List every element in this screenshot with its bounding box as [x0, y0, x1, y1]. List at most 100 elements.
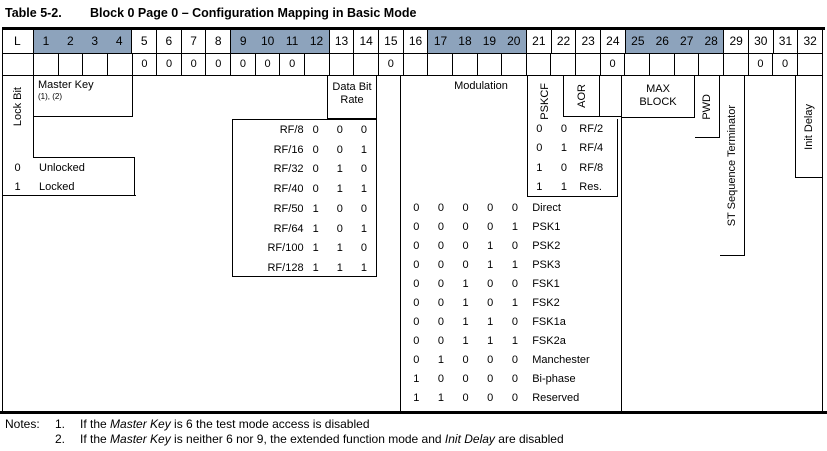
modulation-bit: 1 [462, 315, 469, 328]
modulation-bit: 0 [437, 372, 445, 385]
modulation-name: Bi-phase [532, 372, 576, 385]
modulation-bit: 0 [462, 258, 469, 271]
table-number: Table 5-2. [5, 6, 62, 20]
bit-header-cell: 27 [680, 34, 694, 48]
modulation-bit: 0 [437, 239, 445, 252]
bit-header-cell: 13 [334, 34, 349, 48]
bit-header-cell: 2 [66, 34, 74, 48]
bit-value-cell: 0 [180, 54, 206, 75]
rf-rate-bit: 1 [312, 242, 319, 255]
bit-value-cell [353, 54, 378, 75]
modulation-bit: 0 [462, 353, 469, 366]
modulation-bit: 0 [437, 296, 445, 309]
pskcf-bit: 1 [560, 181, 568, 194]
bit-header-cell: 11 [285, 34, 299, 48]
bit-header-cell: 24 [600, 30, 625, 53]
bit-value-cell: 0 [131, 54, 157, 75]
init-delay-label: Init Delay [803, 103, 815, 150]
modulation-bit: 0 [487, 220, 494, 233]
rf-rate-label: RF/40 [273, 183, 304, 196]
bit-value-cell [501, 54, 526, 75]
note-text: is neither 6 nor 9, the extended functio… [170, 432, 445, 446]
modulation-bit: 0 [462, 391, 469, 404]
modulation-name: FSK1 [532, 277, 560, 290]
bit-value-cell: 0 [772, 54, 797, 75]
modulation-label: Modulation [454, 80, 508, 92]
init-delay-box: Init Delay [795, 76, 822, 178]
modulation-bit: 0 [462, 239, 469, 252]
lock-legend-value: 0 [14, 161, 21, 174]
modulation-bit: 1 [487, 239, 494, 252]
pskcf-bit: 0 [536, 142, 543, 155]
bit-header-cell: 10 [260, 34, 275, 48]
modulation-bit: 0 [511, 353, 518, 366]
modulation-bit: 0 [413, 239, 420, 252]
rf-rate-label: RF/64 [273, 222, 304, 235]
master-key-note-refs: (1), (2) [38, 92, 62, 101]
rf-rate-bit: 0 [312, 123, 319, 136]
rf-rate-bit: 1 [360, 222, 367, 235]
note-text: If the [80, 432, 111, 446]
bit-header-corner: L [14, 34, 21, 48]
modulation-bit: 0 [462, 220, 469, 233]
note-item: Notes:1.If the Master Key is 6 the test … [5, 417, 564, 432]
modulation-bit: 0 [413, 315, 420, 328]
bit-header-cell: 22 [550, 30, 576, 53]
lock-legend-value: 1 [14, 180, 21, 193]
table-grid-line [600, 116, 622, 117]
bit-header-cell: 19 [482, 34, 497, 48]
bit-header-cell: 30 [747, 30, 773, 53]
bit-header-cell: 17 [433, 34, 448, 48]
modulation-bit: 1 [511, 334, 518, 347]
pwd-label: PWD [701, 93, 713, 120]
pskcf-name: RF/8 [579, 161, 604, 174]
modulation-bit: 0 [462, 201, 469, 214]
note-number: 2. [55, 432, 66, 446]
note-text: Master Key [110, 432, 171, 446]
modulation-bit: 0 [413, 296, 420, 309]
bit-value-cell [624, 54, 649, 75]
bit-value-cell [427, 54, 452, 75]
lock-legend-label: Unlocked [39, 161, 85, 174]
bit-value-corner [2, 54, 33, 75]
modulation-bit: 0 [487, 201, 494, 214]
rf-rate-bit: 0 [336, 143, 343, 156]
table-grid-line [2, 195, 136, 196]
note-text: Master Key [110, 417, 171, 431]
rf-rate-bit: 1 [312, 262, 319, 275]
pskcf-name: RF/2 [579, 122, 604, 135]
notes-label: Notes: [5, 417, 40, 431]
modulation-bit: 0 [511, 239, 518, 252]
max-block-label-line2: BLOCK [639, 96, 677, 108]
rf-rate-bit: 1 [360, 183, 367, 196]
lock-legend-label: Locked [39, 180, 75, 193]
master-key-box: Master Key (1), (2) [33, 76, 133, 117]
modulation-bit: 0 [511, 277, 518, 290]
pskcf-bit: 0 [560, 161, 568, 174]
modulation-name: PSK3 [532, 258, 561, 271]
rf-rate-bit: 1 [336, 242, 343, 255]
bit-value-cell: 0 [205, 54, 230, 75]
bit-header-cell: 7 [180, 30, 206, 53]
rf-rate-bit: 1 [312, 222, 319, 235]
bit-header-cell: 26 [655, 34, 669, 48]
modulation-name: PSK1 [532, 220, 561, 233]
rf-rate-bit: 0 [336, 222, 343, 235]
note-text: Init Delay [444, 432, 495, 446]
bit-header-cell: 20 [507, 34, 521, 48]
bit-value-cell: 0 [279, 54, 304, 75]
pskcf-header: PSKCF [527, 78, 563, 125]
modulation-bit: 0 [437, 277, 445, 290]
